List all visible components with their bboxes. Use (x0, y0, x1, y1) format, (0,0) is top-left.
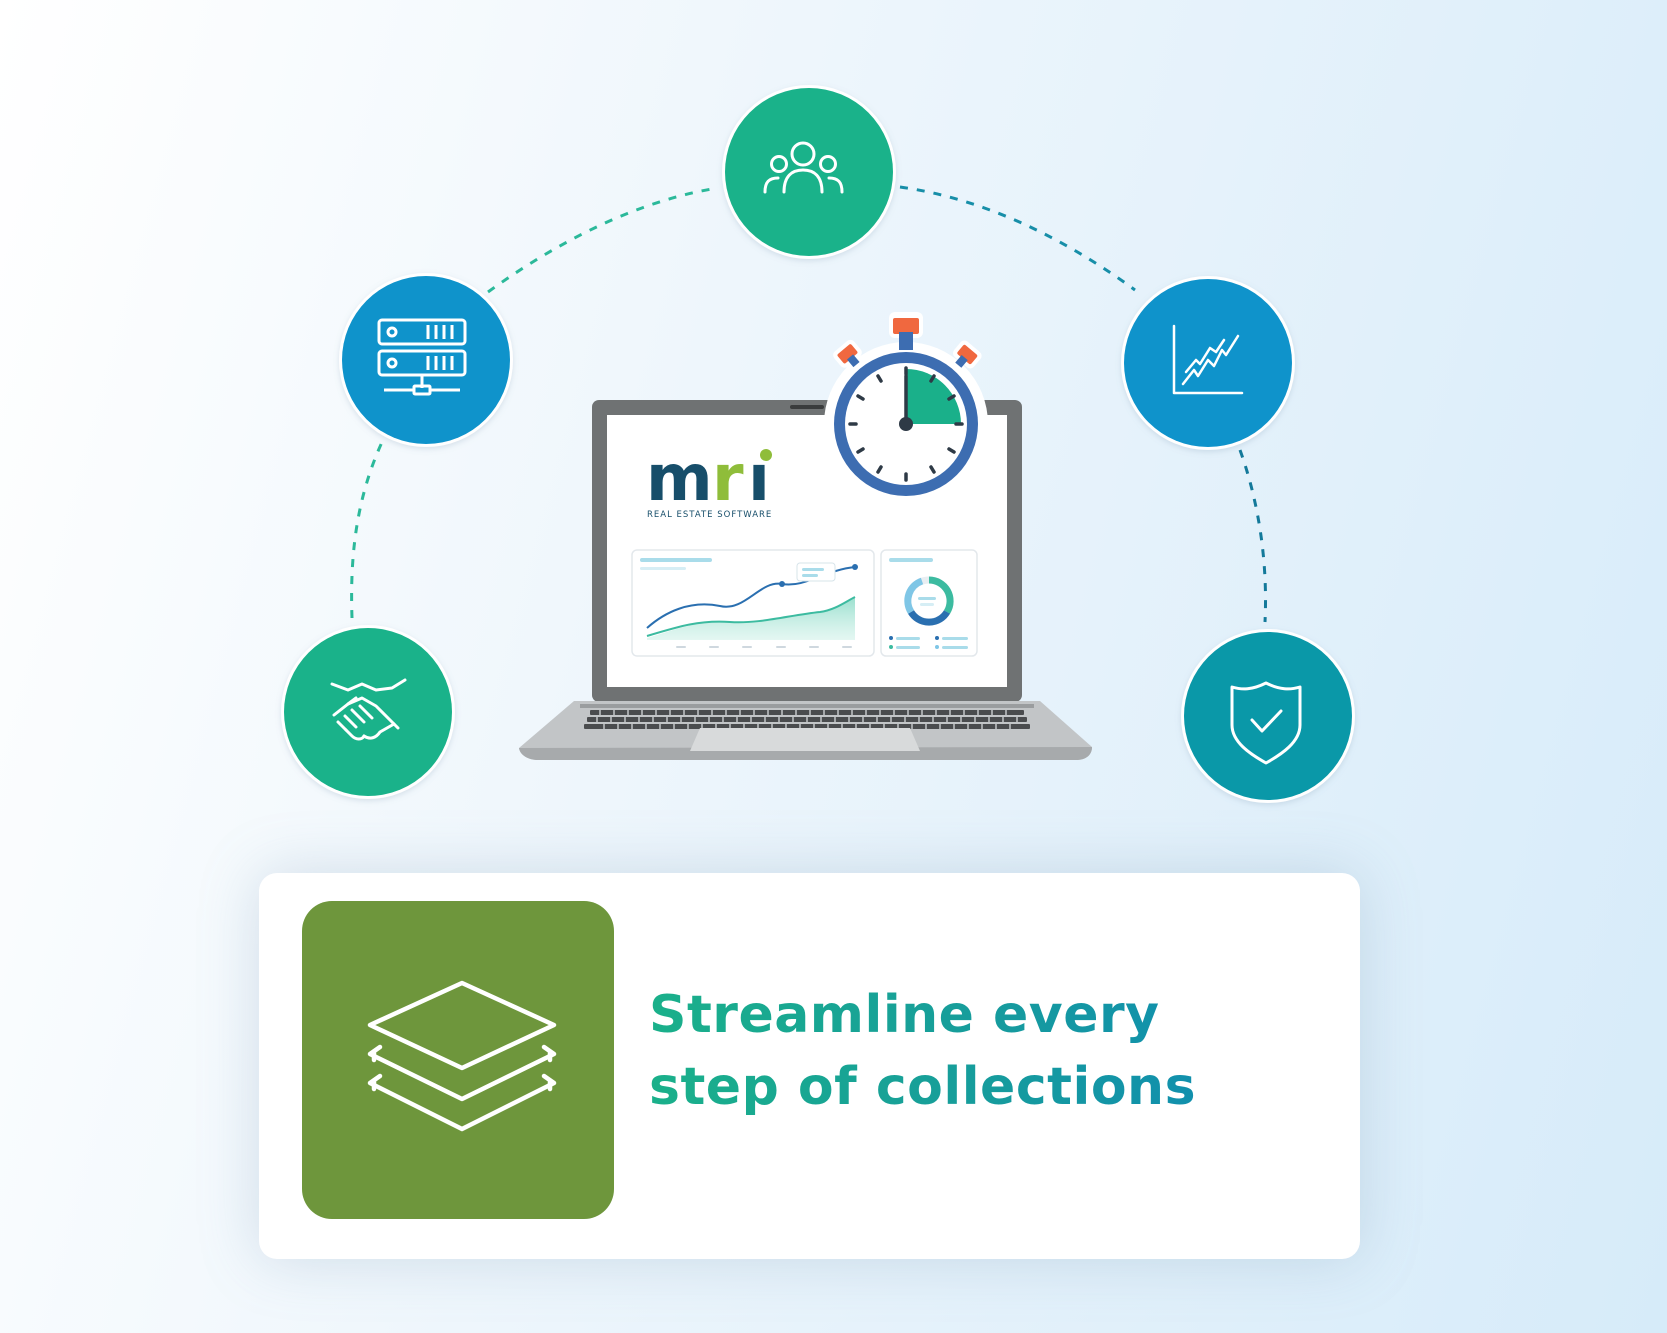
handshake-icon (281, 625, 455, 799)
stopwatch-icon (824, 312, 988, 506)
dashboard-donut-chart (880, 549, 978, 657)
connector-arc (350, 185, 1268, 623)
mri-logo: m r ı REAL ESTATE SOFTWARE (646, 442, 772, 520)
dashboard-line-chart (631, 549, 875, 657)
server-icon (339, 273, 513, 447)
laptop: m r ı REAL ESTATE SOFTWARE (519, 400, 1092, 760)
headline-line-1: Streamline every (649, 985, 1160, 1045)
trend-chart-icon (1121, 276, 1295, 450)
headline: Streamline every step of collections (649, 979, 1196, 1123)
people-icon (722, 85, 896, 259)
svg-text:m: m (646, 442, 711, 516)
logo-tagline: REAL ESTATE SOFTWARE (647, 510, 772, 520)
svg-text:r: r (712, 442, 744, 516)
shield-check-icon (1181, 629, 1355, 803)
layers-icon (302, 901, 614, 1219)
layers-icon-tile (302, 901, 614, 1219)
headline-line-2: step of collections (649, 1057, 1197, 1117)
feature-card: Streamline every step of collections (259, 873, 1360, 1259)
